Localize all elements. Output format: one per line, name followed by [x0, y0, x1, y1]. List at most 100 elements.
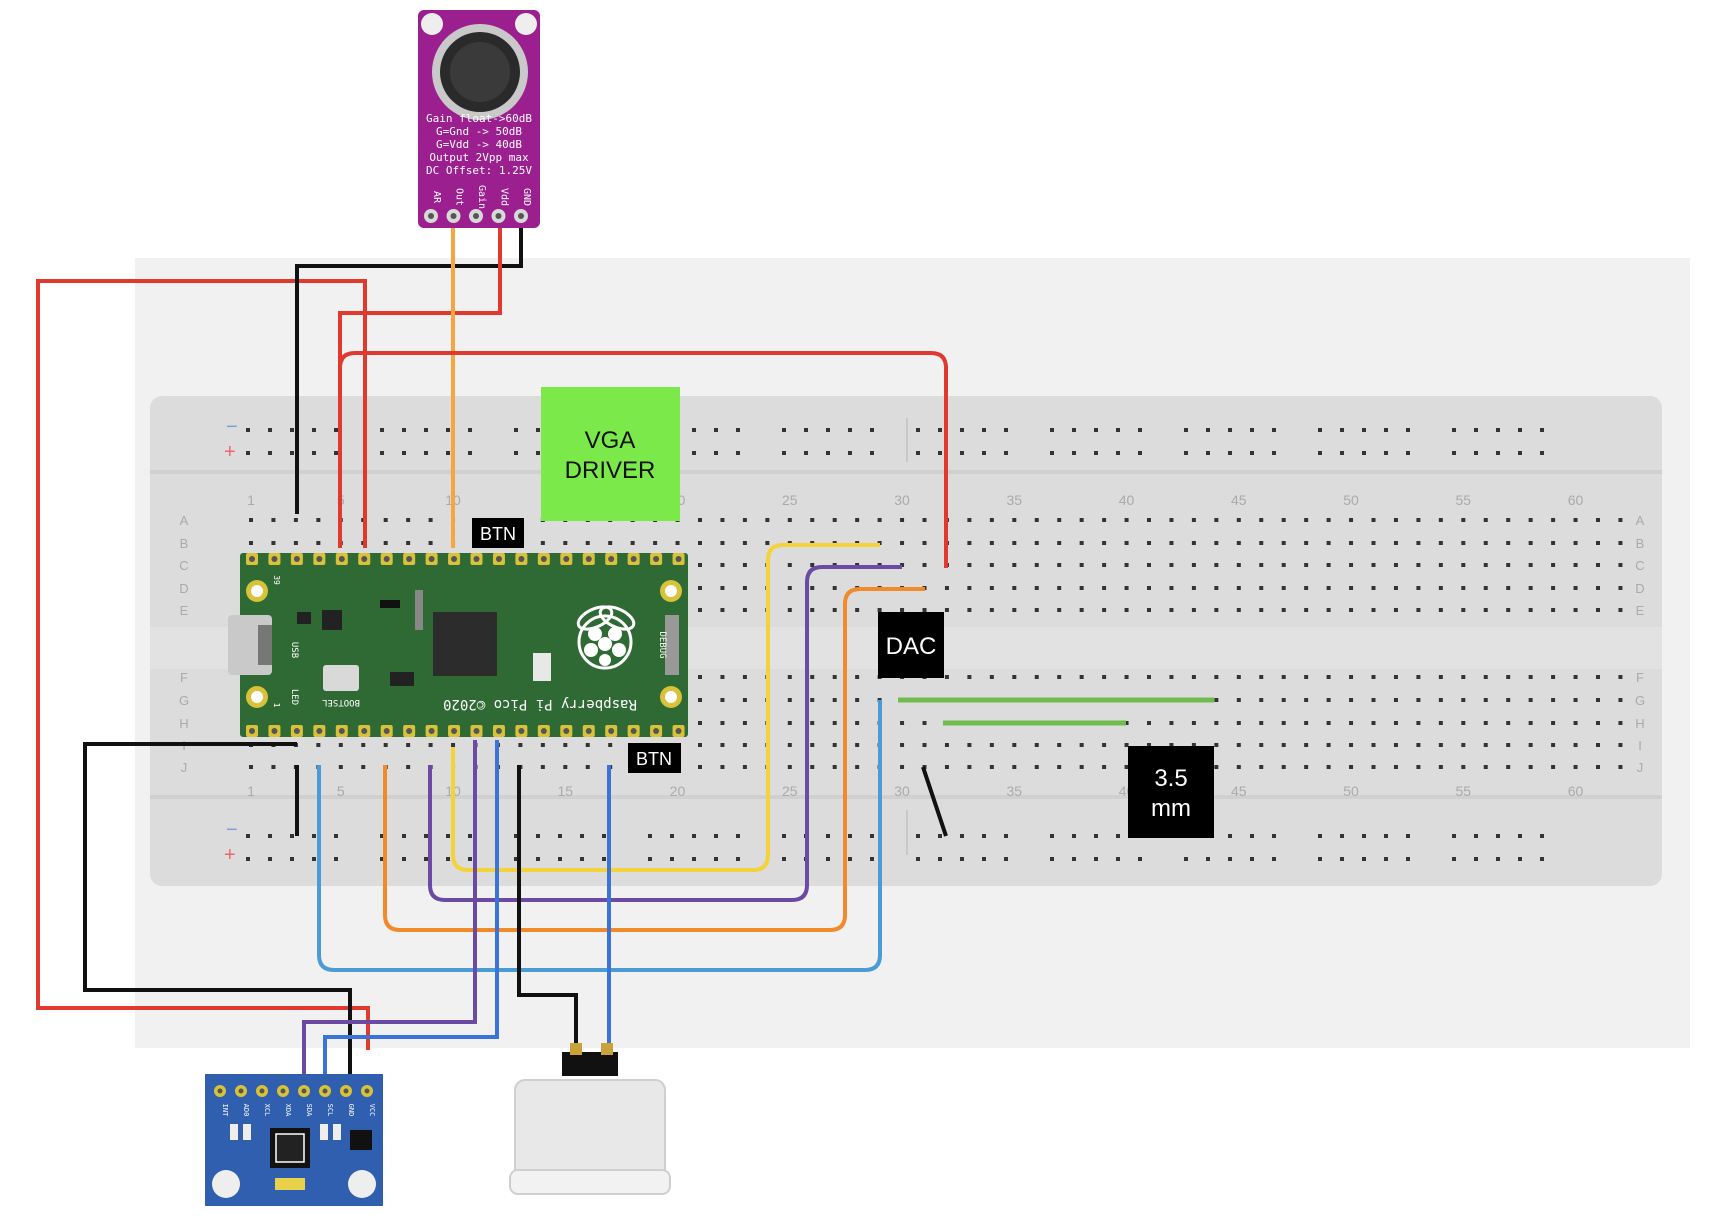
- wire-purple: [428, 565, 902, 902]
- imu-pin-label: SCL: [326, 1104, 334, 1117]
- mic-pin-label: Gain: [476, 185, 487, 209]
- wire-purple-imu-sda: [302, 740, 477, 1090]
- row-letter: F: [180, 670, 188, 685]
- row-letter: J: [1637, 760, 1644, 775]
- row-letter: D: [1635, 581, 1644, 596]
- column-number: 15: [558, 783, 574, 799]
- mic-text-line5: DC Offset: 1.25V: [426, 164, 532, 177]
- pico-pin1-label: 1: [272, 703, 281, 708]
- wire-red-dac-power: [338, 351, 948, 568]
- column-number: 50: [1343, 783, 1359, 799]
- rail-plus-bottom: +: [224, 844, 236, 866]
- btn-top-block: BTN: [472, 518, 524, 548]
- column-number: 25: [782, 783, 798, 799]
- rail-minus-bottom: −: [226, 819, 238, 841]
- dac-block: DAC: [878, 612, 944, 678]
- microphone-icon: [432, 24, 528, 120]
- nes-connector-icon: [509, 1043, 671, 1195]
- wire-blue-imu-scl: [323, 740, 499, 1090]
- row-letter: D: [179, 581, 188, 596]
- column-number: 35: [1007, 492, 1023, 508]
- pico-debug-label: DEBUG: [657, 631, 667, 658]
- wire-black-connector: [517, 765, 578, 1050]
- wire-black-mic-gnd: [295, 218, 523, 514]
- column-number: 45: [1231, 492, 1247, 508]
- row-letter: C: [1635, 558, 1644, 573]
- btn-bottom-block: BTN: [628, 743, 681, 773]
- imu-pin-label: XDA: [284, 1104, 292, 1117]
- vga-driver-label-line2: DRIVER: [565, 457, 656, 484]
- dac-label: DAC: [886, 633, 937, 660]
- pico-name-label: Raspberry Pi Pico ©2020: [443, 696, 637, 712]
- jack-label-line2: mm: [1151, 795, 1191, 822]
- column-number: 25: [782, 492, 798, 508]
- column-number: 1: [247, 492, 255, 508]
- imu-pin-label: SDA: [305, 1104, 313, 1117]
- rail-plus-top: +: [224, 441, 236, 463]
- bootsel-button: [323, 665, 359, 691]
- column-number: 60: [1568, 783, 1584, 799]
- row-letter: E: [180, 603, 189, 618]
- row-letter: E: [1636, 603, 1645, 618]
- pico-bootsel-label: BOOTSEL: [322, 697, 360, 707]
- raspberry-logo-icon: [576, 605, 636, 670]
- mic-text-line2: G=Gnd -> 50dB: [436, 125, 522, 138]
- row-letter: I: [1638, 738, 1642, 753]
- column-number: 50: [1343, 492, 1359, 508]
- imu-pin-label: VCC: [368, 1104, 376, 1117]
- row-letter: B: [180, 536, 189, 551]
- imu-pin-label: INT: [221, 1104, 229, 1117]
- column-number: 40: [1119, 492, 1135, 508]
- pico-pin39-label: 39: [272, 575, 281, 585]
- column-number: 20: [670, 783, 686, 799]
- row-letter: G: [179, 693, 189, 708]
- column-number: 30: [894, 783, 910, 799]
- imu-pin-label: XCL: [263, 1104, 271, 1117]
- pico-usb-label: USB: [289, 642, 299, 658]
- mic-text-line1: Gain float->60dB: [426, 112, 532, 125]
- imu-pin-label: AD0: [242, 1104, 250, 1117]
- mic-pin-label: AR: [431, 191, 442, 204]
- mic-pin-label: Vdd: [499, 188, 510, 206]
- column-number: 1: [247, 783, 255, 799]
- column-number: 5: [337, 783, 345, 799]
- wire-yellow: [451, 543, 880, 872]
- btn-bottom-label: BTN: [636, 749, 672, 769]
- column-number: 45: [1231, 783, 1247, 799]
- vga-driver-label-line1: VGA: [585, 427, 636, 454]
- imu-module: INT AD0 XCL XDA SDA SCL GND VCC: [205, 1074, 383, 1206]
- row-letter: B: [1636, 536, 1645, 551]
- mic-pin-label: Out: [454, 188, 465, 206]
- column-number: 35: [1007, 783, 1023, 799]
- microphone-module: Gain float->60dB G=Gnd -> 50dB G=Vdd -> …: [418, 10, 540, 228]
- column-number: 60: [1568, 492, 1584, 508]
- rp2040-chip: [433, 612, 497, 676]
- mic-text-line3: G=Vdd -> 40dB: [436, 138, 522, 151]
- mic-text-line4: Output 2Vpp max: [429, 151, 529, 164]
- row-letter: G: [1635, 693, 1645, 708]
- column-number: 55: [1456, 492, 1472, 508]
- row-letter: H: [179, 716, 188, 731]
- wire-black-diagonal: [921, 766, 948, 837]
- mic-pin-label: GND: [521, 188, 532, 206]
- audio-jack-block: 3.5 mm: [1128, 746, 1214, 838]
- wire-lightblue: [317, 700, 882, 972]
- jack-label-line1: 3.5: [1154, 765, 1187, 792]
- raspberry-pi-pico: USB BOOTSEL LED DEBUG 39 1 Raspberry Pi …: [228, 553, 688, 737]
- row-letter: J: [181, 760, 188, 775]
- column-number: 30: [894, 492, 910, 508]
- row-letter: A: [180, 513, 189, 528]
- vga-driver-box: [541, 387, 680, 521]
- pico-led-label: LED: [289, 689, 299, 705]
- imu-pin-label: GND: [347, 1104, 355, 1117]
- vga-driver-block: VGA DRIVER: [541, 387, 680, 521]
- wire-red-imu-vcc: [36, 279, 370, 1050]
- row-letter: H: [1635, 716, 1644, 731]
- row-letter: A: [1636, 513, 1645, 528]
- btn-top-label: BTN: [480, 524, 516, 544]
- wire-orange: [383, 587, 925, 932]
- row-letter: C: [179, 558, 188, 573]
